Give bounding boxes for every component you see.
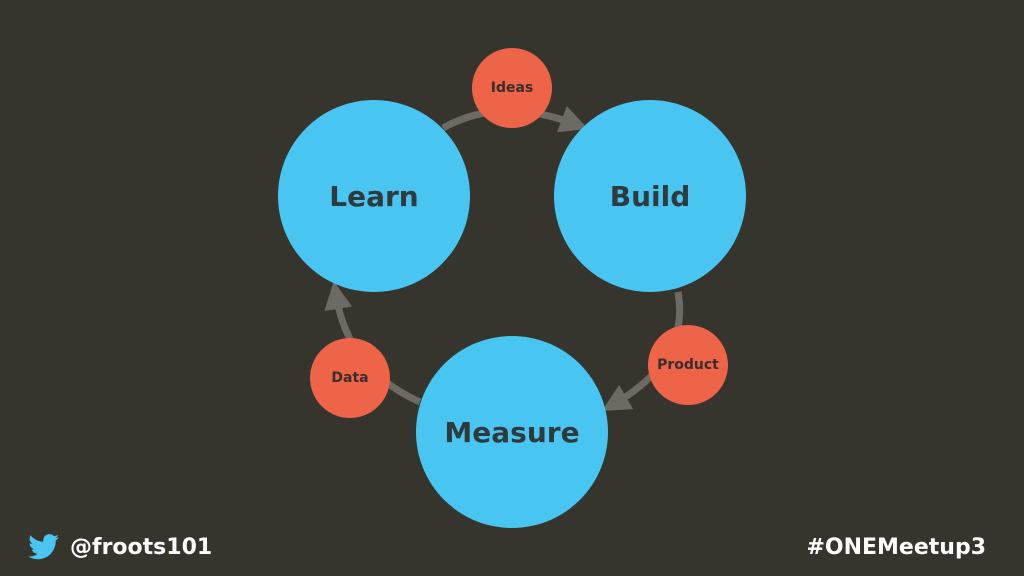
product-label: Product bbox=[657, 357, 719, 373]
twitter-credit: @froots101 bbox=[28, 534, 212, 560]
ideas-label: Ideas bbox=[490, 80, 534, 96]
measure-node: Measure bbox=[416, 336, 608, 528]
learn-node: Learn bbox=[278, 100, 470, 292]
product-node: Product bbox=[648, 325, 728, 405]
learn-label: Learn bbox=[329, 179, 419, 213]
ideas-node: Ideas bbox=[472, 48, 552, 128]
twitter-bird-icon bbox=[28, 534, 60, 560]
build-node: Build bbox=[554, 100, 746, 292]
twitter-handle: @froots101 bbox=[70, 534, 213, 560]
data-label: Data bbox=[331, 370, 369, 386]
data-node: Data bbox=[310, 338, 390, 418]
event-hashtag: #ONEMeetup3 bbox=[806, 535, 986, 560]
measure-label: Measure bbox=[444, 415, 580, 449]
build-label: Build bbox=[609, 179, 691, 213]
